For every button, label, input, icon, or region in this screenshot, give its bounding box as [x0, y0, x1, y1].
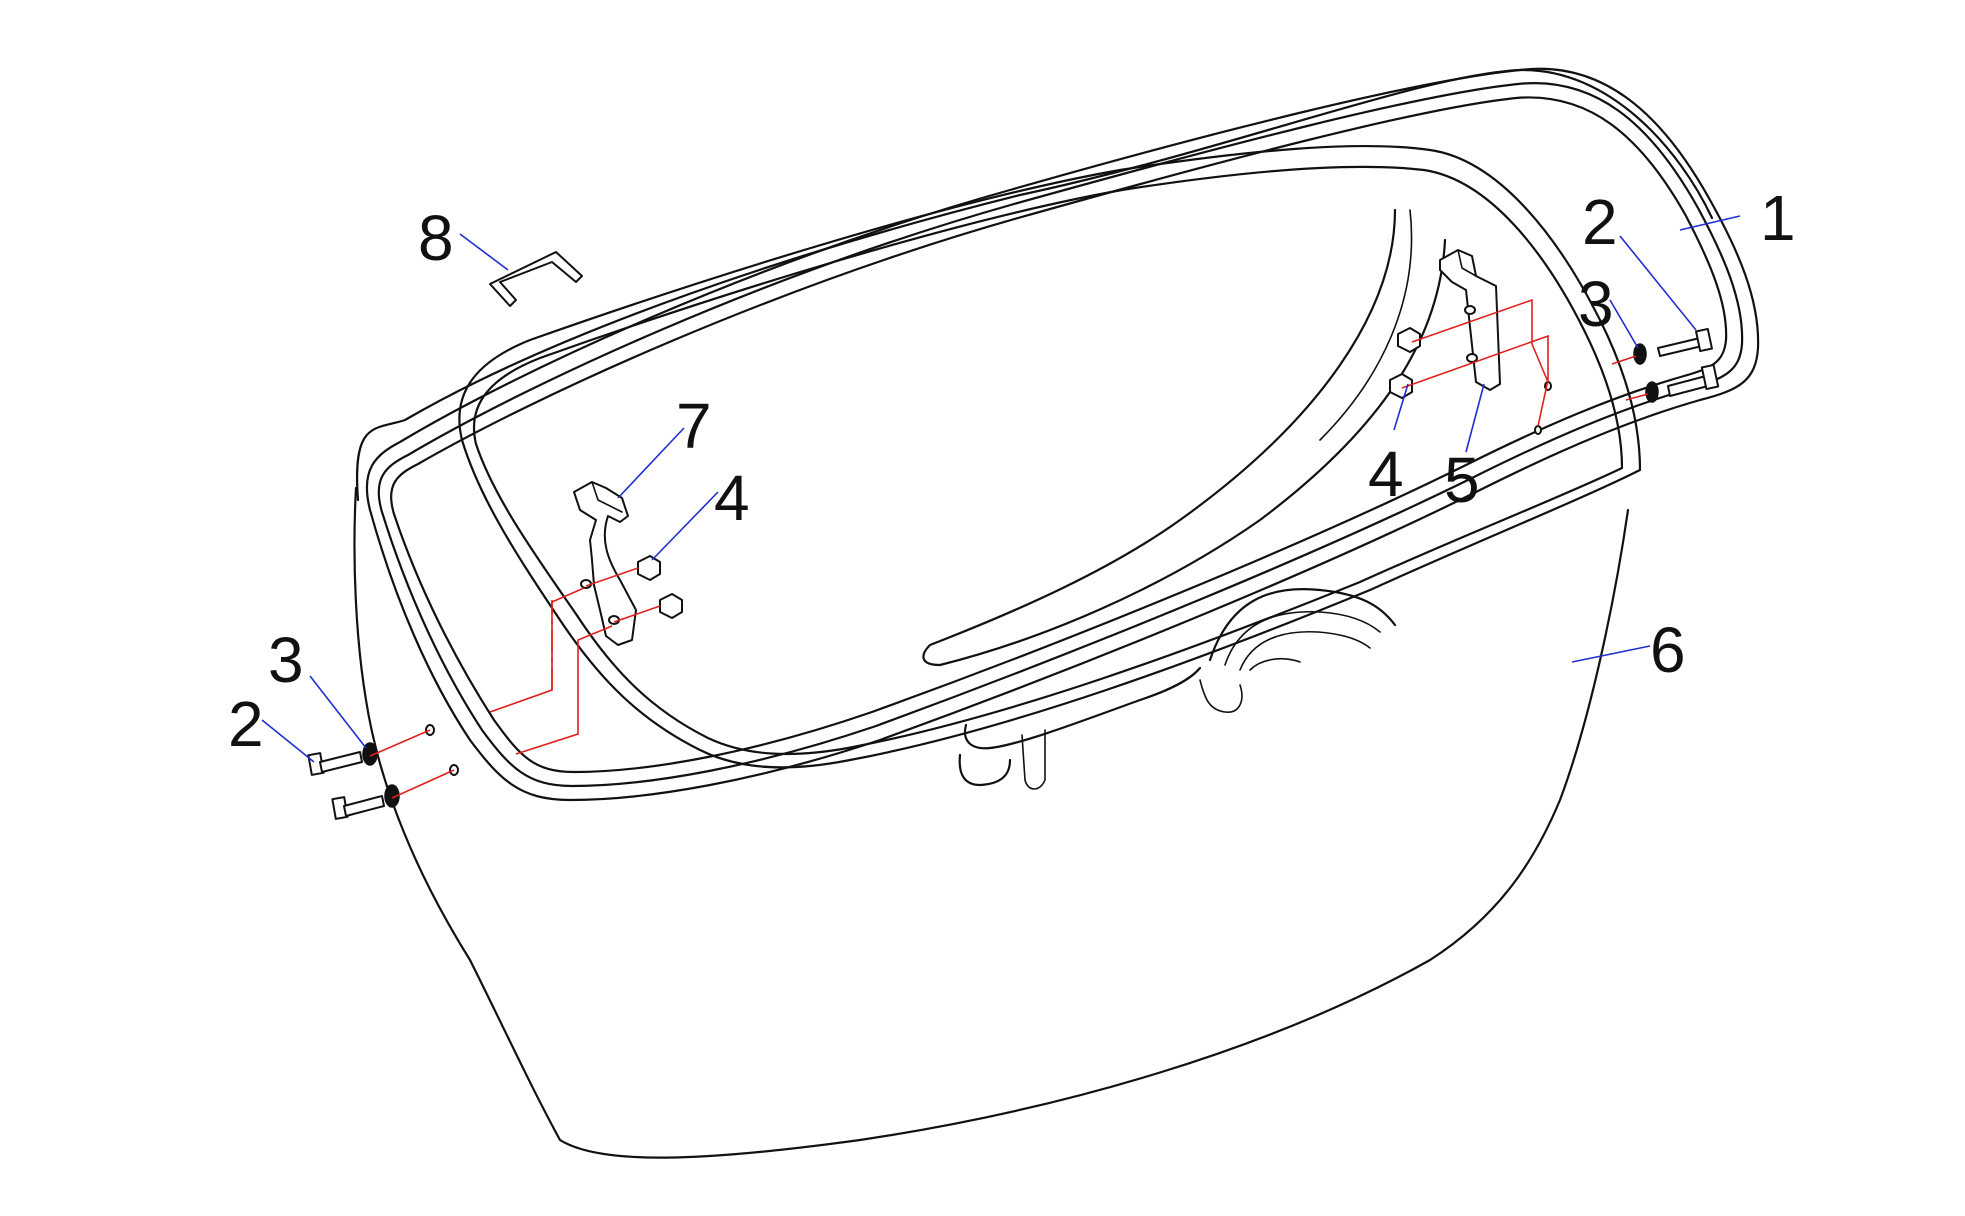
- callout-2-left: 2: [228, 688, 264, 760]
- clip-part-8: [489, 251, 583, 307]
- hinge-bracket-left: [573, 481, 683, 646]
- callout-7: 7: [676, 390, 712, 462]
- leader-lines: [261, 215, 1741, 763]
- right-fasteners: [1633, 327, 1720, 403]
- callout-8: 8: [418, 202, 454, 274]
- callout-5: 5: [1444, 444, 1480, 516]
- callout-2-right: 2: [1582, 186, 1618, 258]
- inner-rim: [458, 144, 1642, 769]
- callouts: 1 2 3 4 5 6 7 4 8 3 2: [228, 182, 1796, 760]
- interior-wall: [922, 208, 1447, 790]
- callout-1: 1: [1760, 182, 1796, 254]
- callout-4-left: 4: [714, 462, 750, 534]
- callout-3-right: 3: [1578, 268, 1614, 340]
- lid-gasket: [365, 67, 1760, 802]
- assembly-axes: [369, 298, 1649, 799]
- case-body: [353, 68, 1714, 1159]
- callout-4-right: 4: [1368, 438, 1404, 510]
- callout-6: 6: [1650, 614, 1686, 686]
- callout-3-left: 3: [268, 624, 304, 696]
